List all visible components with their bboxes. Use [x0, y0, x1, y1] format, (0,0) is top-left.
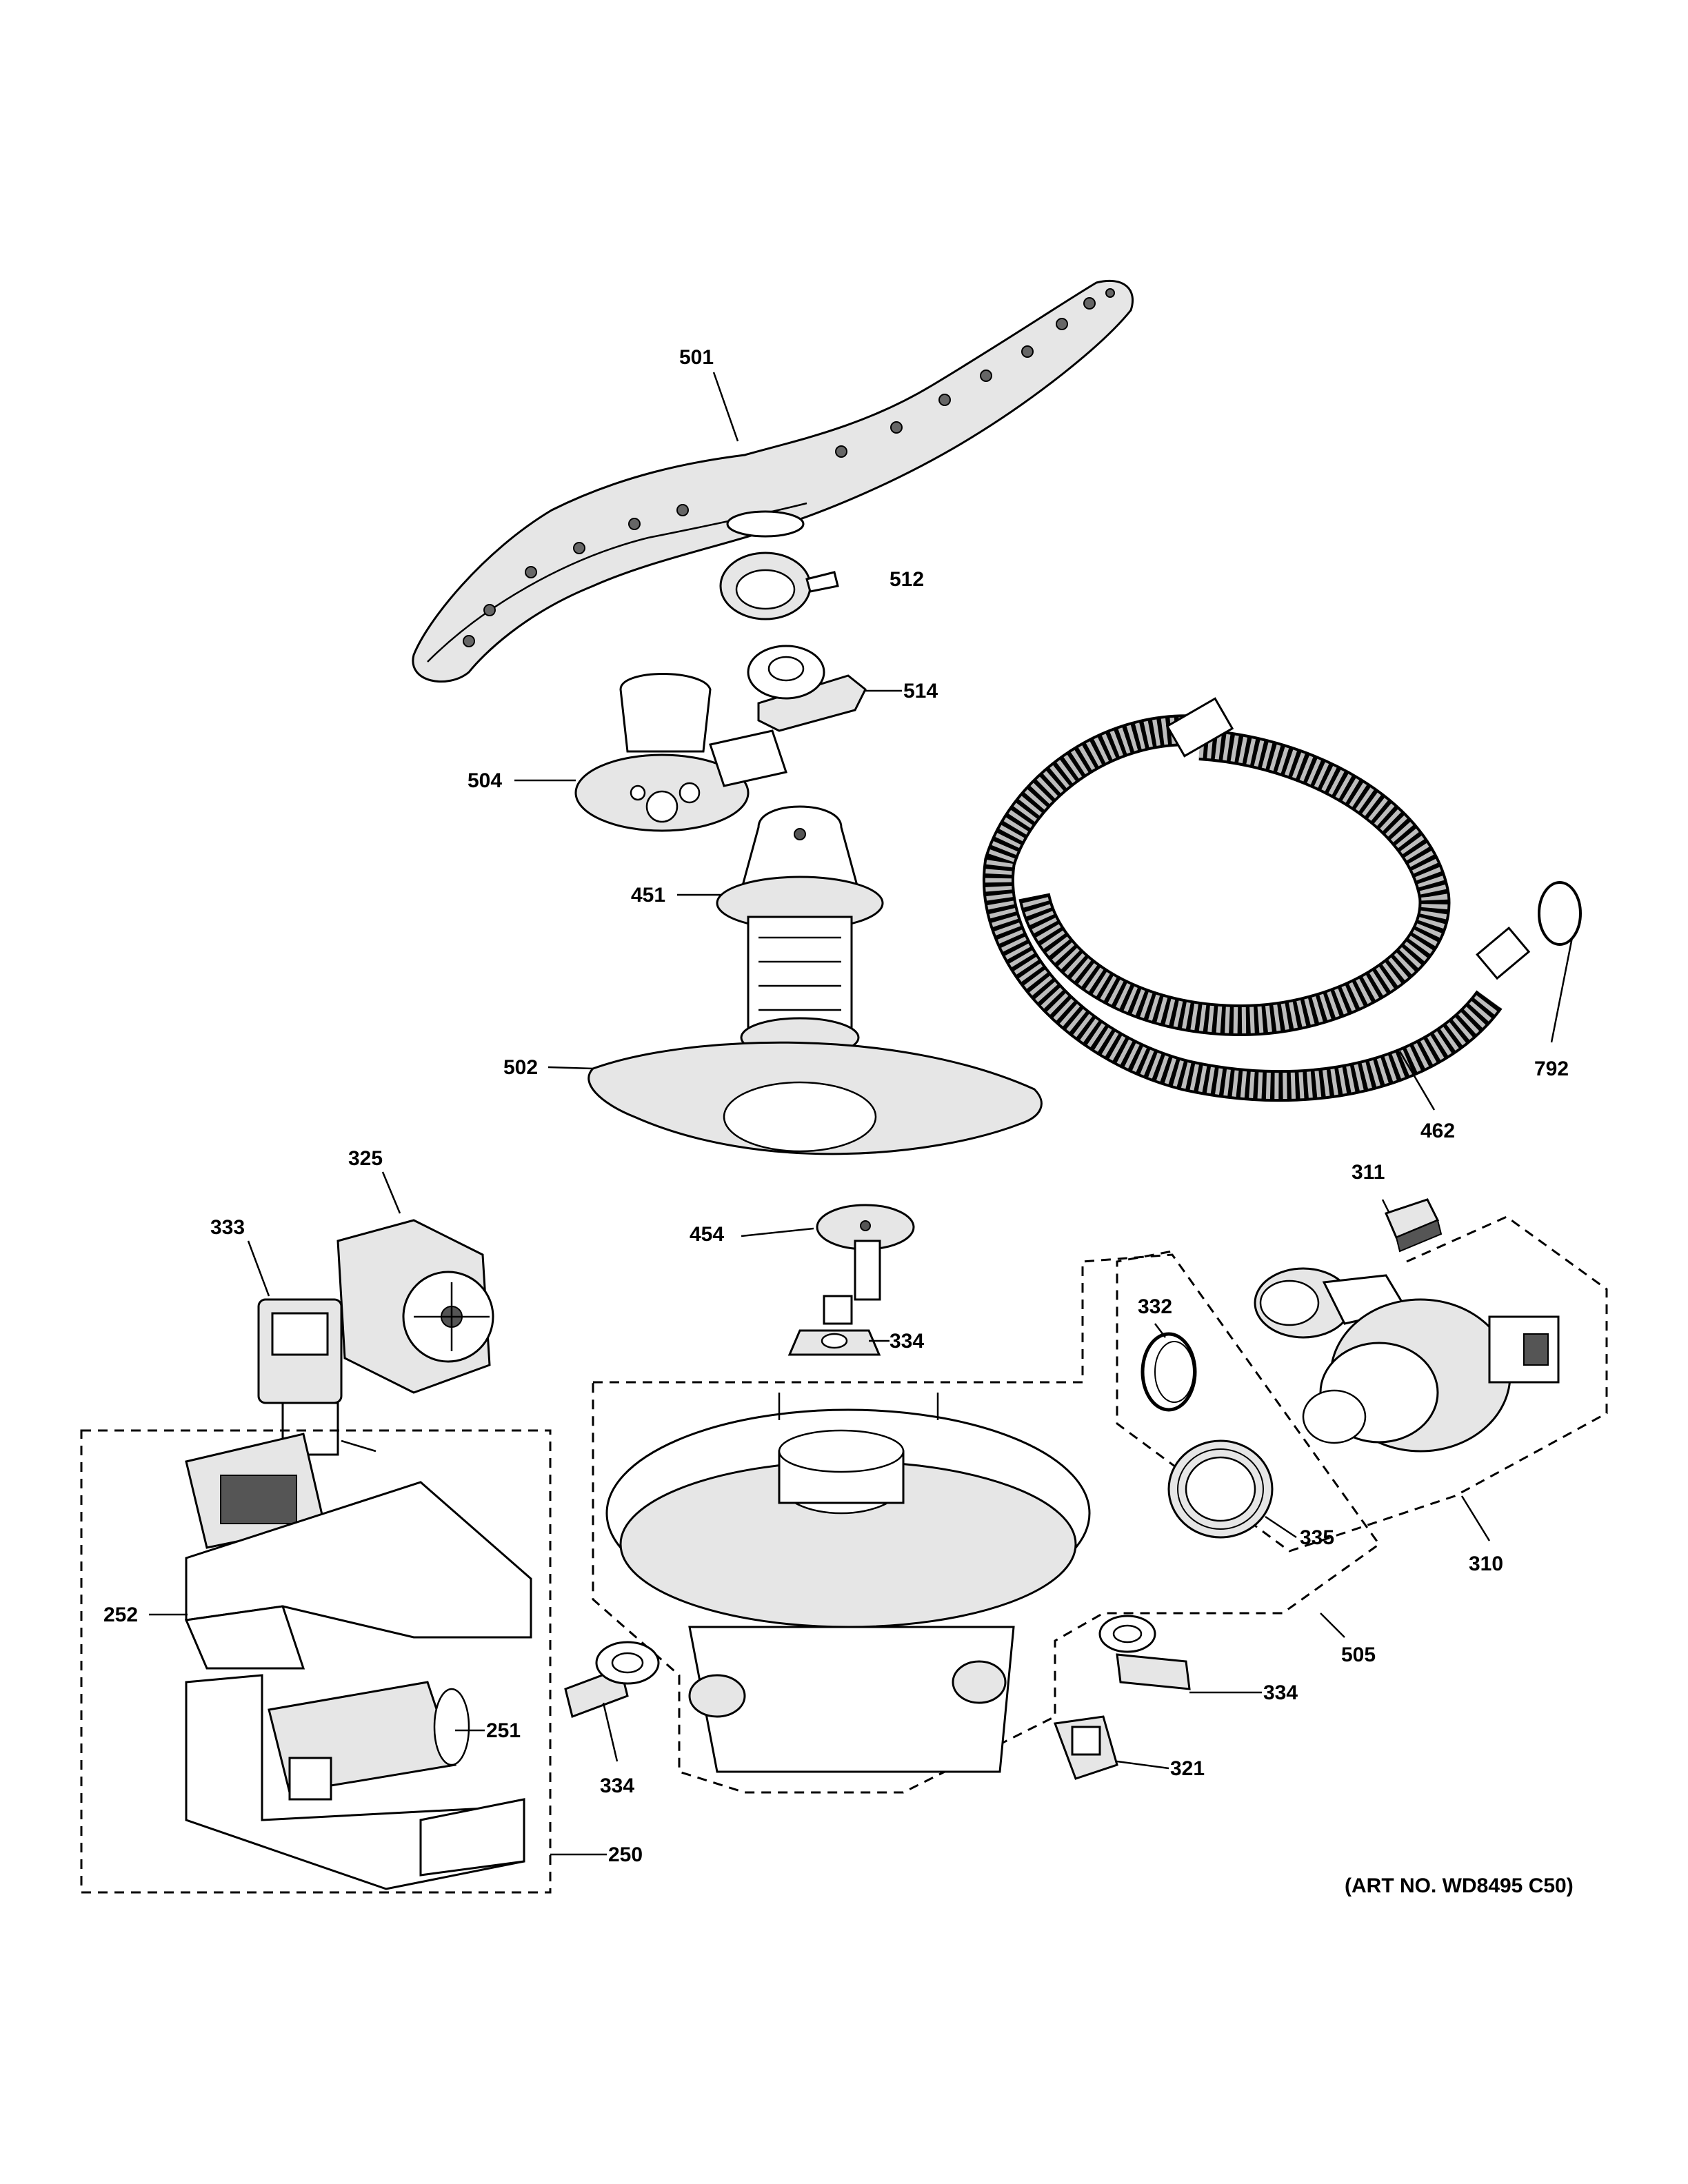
- sump-505[interactable]: [605, 1393, 1091, 1773]
- filter-assembly-451[interactable]: [716, 805, 884, 1058]
- clip-334-left[interactable]: [564, 1641, 660, 1718]
- callout-504[interactable]: 504: [468, 769, 502, 792]
- callout-505[interactable]: 505: [1341, 1644, 1376, 1666]
- callout-462[interactable]: 462: [1420, 1120, 1455, 1142]
- callout-334-right[interactable]: 334: [1263, 1681, 1298, 1704]
- spray-arm-501[interactable]: [412, 279, 1134, 683]
- leader-325: [381, 1171, 401, 1214]
- leader-502: [547, 1066, 594, 1070]
- leader-501: [712, 372, 739, 442]
- leader-505: [1320, 1612, 1345, 1638]
- callout-334-top[interactable]: 334: [890, 1330, 924, 1353]
- callout-251[interactable]: 251: [486, 1719, 521, 1742]
- callout-792[interactable]: 792: [1534, 1058, 1569, 1080]
- leader-334-left: [602, 1702, 619, 1762]
- leader-333: [247, 1240, 270, 1297]
- group-250-outline: [80, 1429, 552, 1894]
- seal-335[interactable]: [1167, 1439, 1274, 1539]
- block-311[interactable]: [1384, 1198, 1443, 1253]
- leader-335: [1265, 1515, 1297, 1539]
- callout-311[interactable]: 311: [1352, 1161, 1385, 1184]
- callout-321[interactable]: 321: [1170, 1757, 1205, 1780]
- bearing-ring-512[interactable]: [719, 552, 839, 620]
- drain-hose-462[interactable]: [983, 697, 1531, 1102]
- callout-252[interactable]: 252: [103, 1604, 138, 1626]
- callout-514[interactable]: 514: [903, 680, 938, 702]
- diverter-514[interactable]: [747, 645, 867, 732]
- callout-335[interactable]: 335: [1300, 1526, 1334, 1549]
- housing-250[interactable]: [185, 1674, 525, 1890]
- leader-454: [741, 1227, 814, 1237]
- heater-tube-251[interactable]: [268, 1681, 470, 1801]
- filter-cap-454[interactable]: [816, 1204, 915, 1301]
- vent-actuator-325[interactable]: [336, 1219, 494, 1394]
- callout-250[interactable]: 250: [608, 1843, 643, 1866]
- callout-454[interactable]: 454: [690, 1223, 724, 1246]
- callout-310[interactable]: 310: [1469, 1553, 1503, 1575]
- fan-duct-252[interactable]: [184, 1433, 532, 1670]
- callout-334-left[interactable]: 334: [600, 1775, 634, 1797]
- callout-332[interactable]: 332: [1138, 1295, 1172, 1318]
- leader-321: [1116, 1760, 1169, 1770]
- callout-512[interactable]: 512: [890, 568, 924, 591]
- leader-311: [1381, 1199, 1391, 1214]
- hose-clamp-792[interactable]: [1538, 881, 1582, 946]
- leader-332: [1154, 1323, 1166, 1338]
- callout-451[interactable]: 451: [631, 884, 665, 907]
- group-505-outline: [592, 1253, 1381, 1794]
- fine-filter-502[interactable]: [587, 1041, 1043, 1155]
- clip-334-top[interactable]: [787, 1295, 881, 1356]
- circulation-pump-310[interactable]: [1254, 1267, 1560, 1453]
- leader-792: [1550, 937, 1574, 1043]
- clip-334-right[interactable]: [1098, 1615, 1191, 1690]
- callout-501[interactable]: 501: [679, 346, 714, 369]
- sensor-321[interactable]: [1053, 1715, 1118, 1780]
- art-number: (ART NO. WD8495 C50): [1345, 1874, 1574, 1897]
- group-310-outline: [1116, 1215, 1608, 1553]
- leader-462: [1398, 1051, 1436, 1111]
- callout-502[interactable]: 502: [503, 1056, 538, 1079]
- callout-325[interactable]: 325: [348, 1147, 383, 1170]
- manifold-504[interactable]: [574, 673, 787, 832]
- callout-333[interactable]: 333: [210, 1216, 245, 1239]
- leader-310: [1460, 1495, 1491, 1541]
- clamp-332[interactable]: [1141, 1332, 1197, 1412]
